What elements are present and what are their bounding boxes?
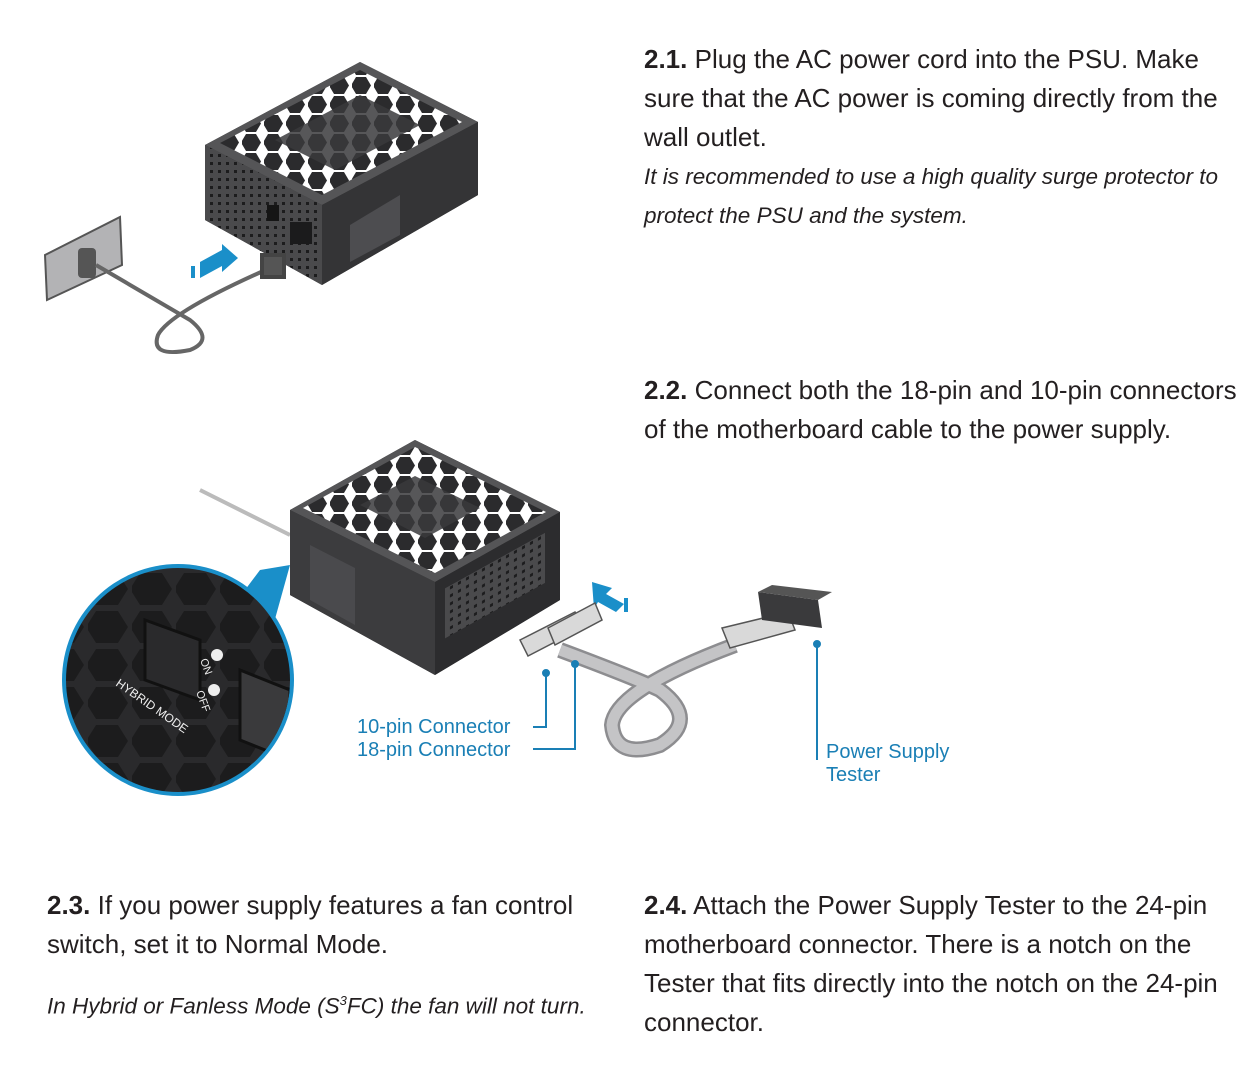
eighteen-pin-callout: 18-pin Connector bbox=[357, 739, 511, 761]
step-text: Attach the Power Supply Tester to the 24… bbox=[644, 890, 1218, 1037]
step-2-2: 2.2. Connect both the 18-pin and 10-pin … bbox=[644, 371, 1244, 449]
step-number: 2.3. bbox=[47, 890, 91, 920]
step-note: In Hybrid or Fanless Mode (S3FC) the fan… bbox=[47, 993, 586, 1019]
step-2-1: 2.1. Plug the AC power cord into the PSU… bbox=[644, 40, 1244, 235]
step-note: It is recommended to use a high quality … bbox=[644, 164, 1219, 228]
power-supply-tester bbox=[758, 585, 832, 628]
wall-outlet bbox=[43, 215, 124, 302]
step-text: Plug the AC power cord into the PSU. Mak… bbox=[644, 44, 1218, 152]
callout-lines bbox=[533, 640, 821, 760]
psu-top-illustration bbox=[205, 62, 478, 285]
psu-middle-illustration bbox=[199, 440, 560, 675]
switch-on-label: ON bbox=[197, 657, 214, 677]
step-number: 2.1. bbox=[644, 44, 688, 74]
motherboard-cable bbox=[518, 585, 832, 758]
step-text: Connect both the 18-pin and 10-pin conne… bbox=[644, 375, 1237, 444]
step-2-3: 2.3. If you power supply features a fan … bbox=[47, 886, 607, 1023]
step-text: If you power supply features a fan contr… bbox=[47, 890, 574, 959]
tester-callout: Power Supply Tester bbox=[826, 741, 950, 786]
step-number: 2.4. bbox=[644, 890, 688, 920]
insert-arrow-icon bbox=[191, 244, 238, 278]
step-number: 2.2. bbox=[644, 375, 688, 405]
ten-pin-callout: 10-pin Connector bbox=[357, 716, 511, 738]
power-cord bbox=[94, 253, 286, 355]
fan-switch-zoom: ON OFF HYBRID MODE bbox=[62, 564, 294, 796]
step-2-4: 2.4. Attach the Power Supply Tester to t… bbox=[644, 886, 1244, 1042]
insert-arrow-icon-2 bbox=[592, 582, 628, 612]
